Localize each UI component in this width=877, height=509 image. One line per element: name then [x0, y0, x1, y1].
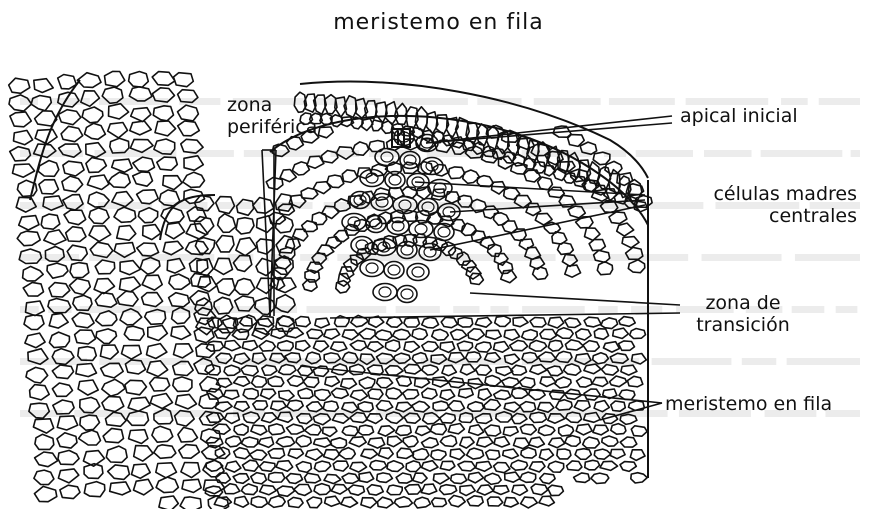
label-celulas-madres-line1: células madres	[652, 183, 857, 205]
label-zona-periferica: zona periférica	[227, 94, 317, 138]
label-apical-inicial: apical inicial	[680, 105, 798, 127]
label-zona-transicion: zona de transición	[688, 292, 798, 336]
label-zona-periferica-line1: zona	[227, 94, 317, 116]
label-celulas-madres-line2: centrales	[652, 205, 857, 227]
label-zona-transicion-line2: transición	[688, 314, 798, 336]
label-zona-transicion-line1: zona de	[688, 292, 798, 314]
label-meristemo-en-fila: meristemo en fila	[665, 393, 832, 415]
label-celulas-madres: células madres centrales	[652, 183, 857, 227]
label-zona-periferica-line2: periférica	[227, 116, 317, 138]
